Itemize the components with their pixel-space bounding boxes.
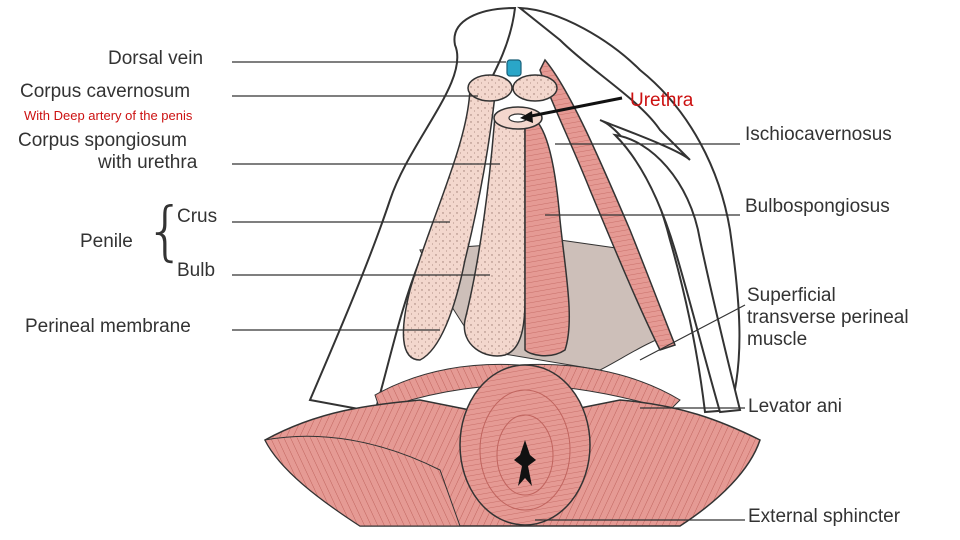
leader-lines — [232, 61, 746, 521]
corpus-cavernosum-left — [467, 74, 513, 102]
label-bulb: Bulb — [177, 260, 216, 281]
label-superficial-3: muscle — [747, 329, 808, 350]
corpus-cavernosum-right — [512, 74, 558, 102]
label-with-urethra: with urethra — [98, 152, 198, 173]
right-thigh-outline — [612, 133, 742, 414]
external-sphincter-inner2 — [496, 414, 554, 496]
external-sphincter-inner — [479, 389, 571, 511]
anus-icon — [514, 440, 536, 486]
label-penile: Penile — [80, 231, 133, 252]
label-deep-artery: With Deep artery of the penis — [24, 108, 193, 123]
label-crus: Crus — [177, 206, 218, 227]
label-corpus-spongiosum: Corpus spongiosum — [18, 130, 187, 151]
corpus-spongiosum — [463, 114, 526, 357]
label-dorsal-vein: Dorsal vein — [108, 48, 204, 69]
urethra-arrow — [525, 96, 623, 119]
label-superficial-2: transverse perineal — [747, 307, 909, 328]
label-corpus-cavernosum: Corpus cavernosum — [20, 81, 191, 102]
penile-brace-icon: { — [145, 195, 186, 269]
label-external-sphincter: External sphincter — [748, 506, 901, 527]
label-levator-ani: Levator ani — [748, 396, 843, 417]
label-perineal-membrane: Perineal membrane — [25, 316, 191, 337]
urethra-arrowhead — [520, 111, 533, 123]
levator-ani-overlay — [264, 435, 461, 527]
label-bulbospongiosus: Bulbospongiosus — [745, 196, 890, 217]
label-superficial-1: Superficial — [747, 285, 836, 306]
dorsal-vein — [506, 59, 522, 77]
label-urethra: Urethra — [630, 90, 694, 111]
bulbospongiosus-muscle — [524, 114, 571, 357]
label-ischiocavernosus: Ischiocavernosus — [745, 124, 892, 145]
